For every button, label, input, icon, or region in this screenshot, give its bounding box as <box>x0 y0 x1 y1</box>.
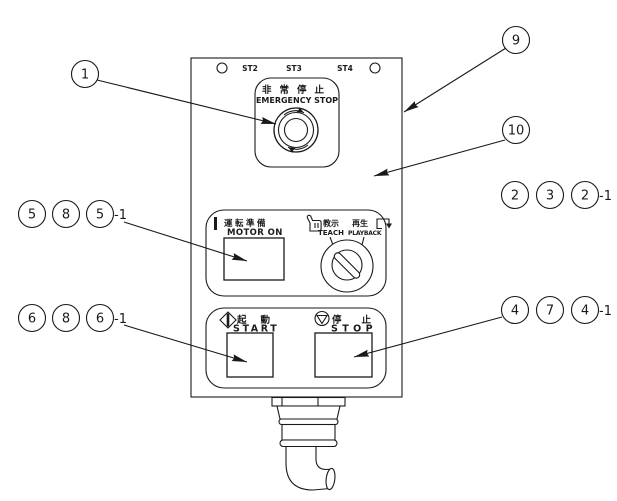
estop-label-en: EMERGENCY STOP <box>256 96 338 105</box>
callout-row-stop: 4 7 4 -1 <box>500 295 612 325</box>
callout-1: 1 <box>70 59 100 89</box>
start-icon <box>219 311 237 329</box>
svg-text:10: 10 <box>508 124 525 139</box>
svg-text:4: 4 <box>581 304 589 319</box>
leader-start-row <box>123 324 248 363</box>
callout-9: 9 <box>501 25 531 55</box>
svg-text:6: 6 <box>28 312 36 327</box>
cable-end-opening <box>325 467 336 491</box>
mode-key-switch <box>320 236 374 293</box>
estop-label-jp: 非常停止 <box>262 84 332 96</box>
svg-text:3: 3 <box>546 189 554 204</box>
svg-text:2: 2 <box>581 189 589 204</box>
teach-hand-icon <box>306 214 322 232</box>
estop-release-arrow-top <box>283 106 305 116</box>
cable-elbow <box>285 446 336 491</box>
leader-callout-9 <box>403 47 507 113</box>
motor-on-label-en: MOTOR ON <box>227 228 283 238</box>
playback-position-mark <box>361 236 365 246</box>
callout-suffix: -1 <box>114 312 127 327</box>
svg-text:5: 5 <box>28 208 36 223</box>
svg-text:1: 1 <box>81 68 89 83</box>
callout-10: 10 <box>501 115 531 145</box>
svg-text:8: 8 <box>62 208 70 223</box>
leader-motor-row <box>123 221 248 262</box>
cable-gland <box>271 396 346 491</box>
gland-ring-upper <box>278 418 339 426</box>
start-button <box>226 332 274 378</box>
leader-callout-1 <box>96 79 277 125</box>
estop-button-collar <box>277 111 315 149</box>
pendant-panel: ST2 ST3 ST4 非常停止 EMERGENCY STOP 運転準備 MOT… <box>190 57 403 491</box>
svg-text:2: 2 <box>511 189 519 204</box>
callouts: 1 9 10 5 8 5 -1 6 8 6 -1 <box>17 25 612 333</box>
start-label-jp: 起動 <box>236 314 284 326</box>
gland-flange <box>271 396 346 407</box>
start-label-en: START <box>233 324 279 335</box>
teach-label-en: TEACH <box>318 229 344 237</box>
estop-button-head <box>283 117 309 143</box>
callout-suffix: -1 <box>114 208 127 223</box>
estop-button <box>273 106 319 154</box>
key-slot <box>333 252 361 279</box>
svg-text:5: 5 <box>96 208 104 223</box>
motor-on-button <box>223 237 285 281</box>
start-stop-section: 起動 START 停止 STOP <box>205 307 391 389</box>
leader-lines <box>96 47 507 363</box>
stop-icon <box>314 310 330 327</box>
station-label-st3: ST3 <box>286 64 302 73</box>
estop-release-arrow-bottom <box>287 144 309 154</box>
gland-cone <box>276 405 341 420</box>
gland-body <box>281 423 336 441</box>
svg-text:9: 9 <box>512 34 520 49</box>
leader-stop-row <box>353 316 503 358</box>
station-label-st2: ST2 <box>242 64 258 73</box>
callout-suffix: -1 <box>599 304 612 319</box>
power-on-icon <box>214 217 217 230</box>
playback-loop-icon <box>376 218 392 230</box>
screw-hole-left <box>216 62 228 74</box>
svg-text:8: 8 <box>62 312 70 327</box>
estop-button-outer-ring <box>273 107 319 153</box>
motor-on-label-jp: 運転準備 <box>224 218 268 229</box>
stop-label-en: STOP <box>331 324 377 335</box>
svg-text:4: 4 <box>511 304 519 319</box>
teach-label-jp: 教示 <box>322 218 339 228</box>
mode-section: 運転準備 MOTOR ON 教示 TEACH 再生 PLAYBACK <box>205 209 392 297</box>
playback-label-jp: 再生 <box>352 218 368 228</box>
callout-suffix: -1 <box>599 189 612 204</box>
leader-callout-10 <box>373 139 506 177</box>
svg-text:6: 6 <box>96 312 104 327</box>
playback-label-en: PLAYBACK <box>348 230 382 237</box>
screw-hole-right <box>369 62 381 74</box>
callout-row-mode: 2 3 2 -1 <box>500 180 612 210</box>
estop-section: 非常停止 EMERGENCY STOP <box>254 77 340 168</box>
callout-row-motor: 5 8 5 -1 <box>17 199 127 229</box>
stop-label-jp: 停止 <box>332 314 391 326</box>
gland-ring-lower <box>279 439 338 448</box>
svg-text:7: 7 <box>546 304 554 319</box>
callout-row-start: 6 8 6 -1 <box>17 303 127 333</box>
station-label-st4: ST4 <box>337 64 353 73</box>
teach-position-mark <box>329 236 334 246</box>
